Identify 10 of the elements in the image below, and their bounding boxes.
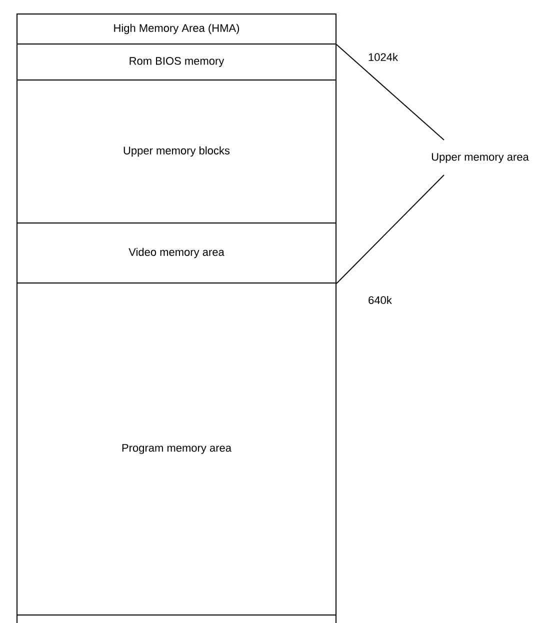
leader-line bbox=[336, 174, 444, 284]
area-label: Upper memory area bbox=[432, 153, 529, 163]
address-label: 640k bbox=[368, 296, 392, 304]
memory-block: High Memory Area (HMA) bbox=[16, 14, 336, 44]
memory-block: Rom BIOS memory bbox=[16, 44, 336, 80]
leader-line bbox=[336, 44, 444, 140]
address-label: 1024k bbox=[368, 52, 398, 62]
memory-block: Upper memory blocks bbox=[16, 80, 336, 224]
memory-block: Program memory area bbox=[16, 282, 336, 616]
memory-block: Video memory area bbox=[16, 222, 336, 284]
